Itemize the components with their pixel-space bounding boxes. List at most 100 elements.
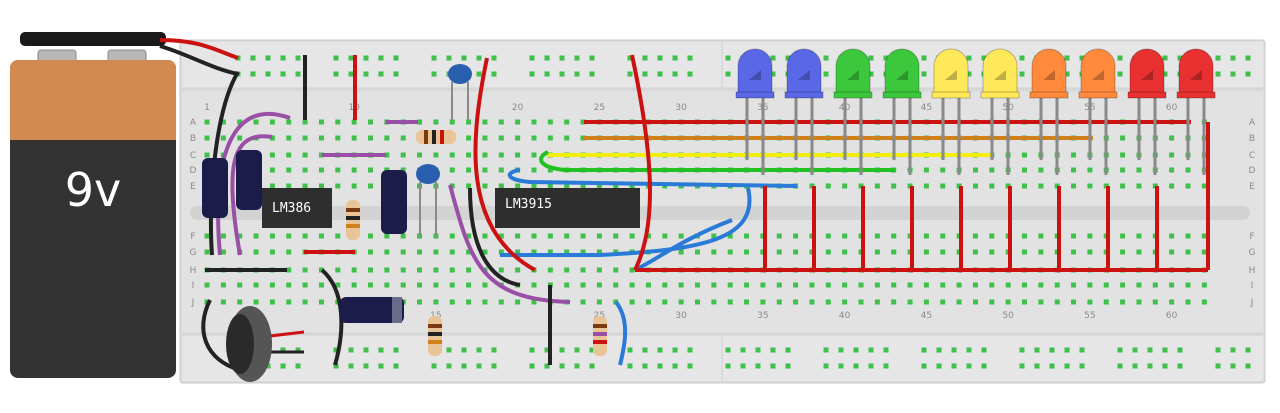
breadboard-hole [613,249,619,255]
rail-hole [1049,347,1055,353]
breadboard-hole [318,267,324,273]
breadboard-hole [498,249,504,255]
rail-hole [838,363,844,369]
breadboard-hole [1185,299,1191,305]
rail-hole [574,71,580,77]
rail-hole [1177,363,1183,369]
breadboard-hole [204,119,210,125]
breadboard-hole [1120,183,1126,189]
breadboard-hole [449,282,455,288]
breadboard-hole [384,233,390,239]
rail-hole [740,347,746,353]
breadboard-hole [629,183,635,189]
breadboard-hole [351,119,357,125]
breadboard-hole [1169,135,1175,141]
rail-hole [785,363,791,369]
breadboard-hole [596,282,602,288]
breadboard-hole [662,233,668,239]
breadboard-hole [531,249,537,255]
rail-hole [883,363,889,369]
breadboard-hole [417,267,423,273]
breadboard-hole [956,282,962,288]
breadboard-hole [1022,249,1027,255]
rail-hole [476,55,482,61]
breadboard-hole [269,233,275,239]
breadboard-hole [318,299,324,305]
breadboard-hole [1038,183,1044,189]
breadboard-hole [318,183,324,189]
breadboard-hole [531,135,537,141]
breadboard-hole [286,152,292,158]
breadboard-hole [1022,167,1027,173]
breadboard-hole [1038,233,1044,239]
rail-hole [1117,55,1123,61]
breadboard-hole [825,282,831,288]
breadboard-hole [351,282,357,288]
breadboard-hole [237,299,243,305]
rail-hole [672,347,678,353]
breadboard-hole [286,135,292,141]
rail-hole [529,363,535,369]
rail-hole [393,71,399,77]
column-number-bottom: 55 [1084,311,1095,321]
breadboard-hole [1120,152,1126,158]
rail-hole [936,363,942,369]
breadboard-hole [825,299,831,305]
breadboard-hole [335,135,341,141]
breadboard-hole [335,183,341,189]
breadboard-hole [1103,299,1109,305]
rail-hole [1230,363,1236,369]
breadboard-hole [498,119,504,125]
breadboard-hole [318,167,324,173]
breadboard-hole [547,135,553,141]
breadboard-hole [809,183,815,189]
breadboard-hole [237,282,243,288]
breadboard-hole [204,249,210,255]
breadboard-hole [972,167,978,173]
column-number-top: 60 [1166,103,1178,113]
row-label-left: I [192,281,195,291]
breadboard-hole [433,119,439,125]
breadboard-hole [1071,282,1077,288]
breadboard-hole [318,282,324,288]
breadboard-hole [1120,282,1126,288]
rail-hole [1177,347,1183,353]
rail-hole [981,347,987,353]
rail-hole [1064,347,1070,353]
rail-hole [348,363,354,369]
breadboard-hole [220,135,226,141]
rail-hole [1049,363,1055,369]
breadboard-hole [1120,167,1126,173]
breadboard-hole [449,249,455,255]
breadboard-hole [220,119,226,125]
breadboard-hole [335,233,341,239]
breadboard-hole [269,152,275,158]
rail-hole [687,347,693,353]
breadboard-hole [1185,233,1191,239]
rail-hole [785,55,791,61]
breadboard-hole [1120,233,1126,239]
breadboard-hole [825,183,831,189]
row-label-left: J [191,298,195,308]
breadboard-hole [368,119,373,125]
rail-hole [363,363,369,369]
breadboard-hole [940,183,946,189]
rail-hole [981,55,987,61]
breadboard-hole [531,299,537,305]
breadboard-hole [1038,249,1044,255]
breadboard-hole [596,233,602,239]
breadboard-hole [482,119,488,125]
breadboard-hole [776,249,782,255]
row-label-left: B [190,134,196,144]
rail-hole [921,363,927,369]
rail-hole [838,347,844,353]
rail-hole [295,71,301,77]
breadboard-hole [1120,135,1126,141]
rail-hole [378,71,384,77]
battery-red-lead [159,38,239,60]
rail-hole [1034,363,1040,369]
rail-hole [461,363,467,369]
rail-hole [672,55,678,61]
breadboard-hole [400,282,406,288]
rail-hole [1079,347,1085,353]
